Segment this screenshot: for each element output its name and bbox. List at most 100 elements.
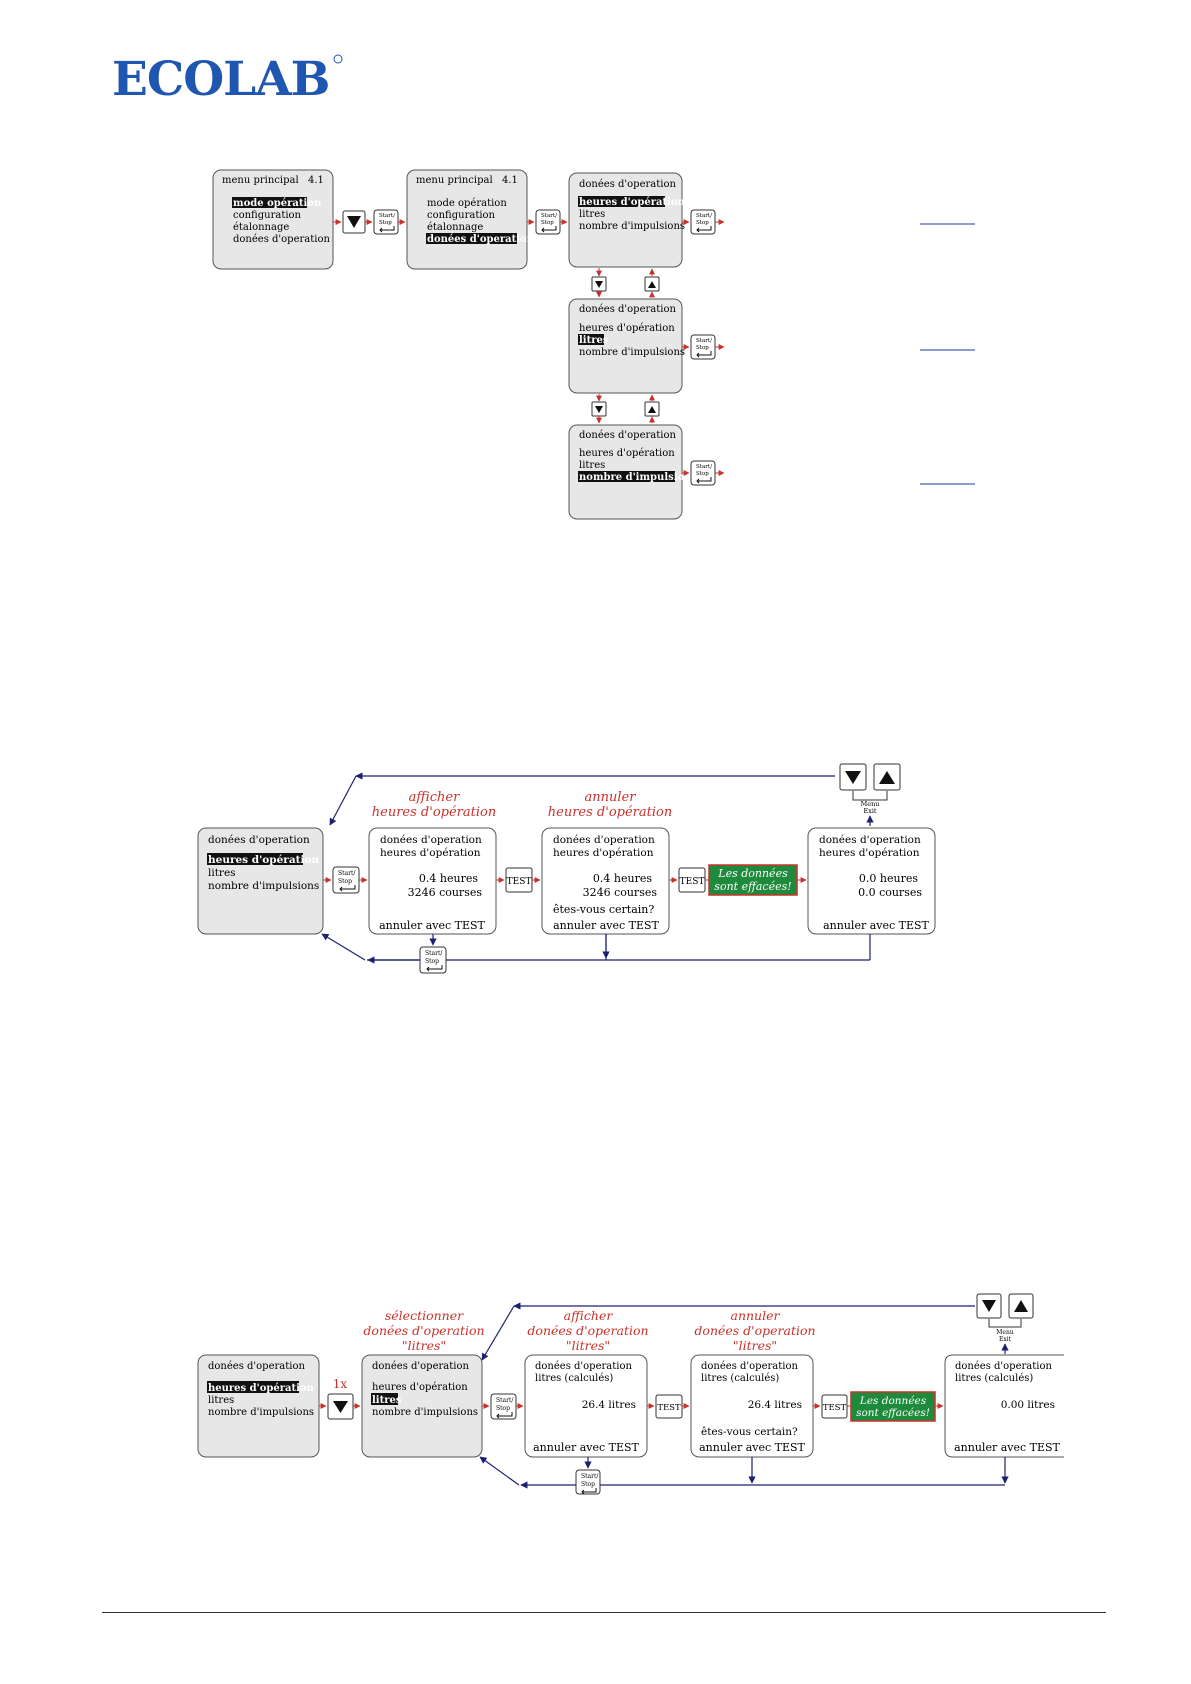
svg-text:Start/: Start/ [496,1397,514,1404]
svg-text:sont effacées!: sont effacées! [856,1407,930,1419]
start-stop-key-8[interactable]: Start/ Stop [490,1393,517,1420]
svg-text:Start/: Start/ [338,870,356,877]
start-stop-key-2[interactable]: Start/ Stop [535,209,561,235]
svg-text:annuler avec TEST: annuler avec TEST [823,919,929,932]
svg-text:litres: litres [579,335,609,346]
svg-text:nombre d'impulsions: nombre d'impulsions [208,880,319,892]
down-key-icon[interactable] [342,210,366,234]
svg-text:nombre d'impulsions: nombre d'impulsions [372,1407,478,1418]
start-stop-key-6[interactable]: Start/ Stop [332,866,360,894]
svg-text:Les données: Les données [717,867,788,880]
svg-text:4.1: 4.1 [502,175,518,186]
svg-text:Start/: Start/ [696,464,712,470]
notice-data-erased: Les données sont effacées! [708,864,798,896]
test-key-3[interactable]: TEST [655,1394,683,1419]
svg-text:0.4 heures: 0.4 heures [419,872,478,885]
svg-text:litres: litres [208,867,236,879]
svg-text:donées d'operation: donées d'operation [694,1323,815,1338]
svg-text:donées d'operation: donées d'operation [427,234,535,245]
screen-main-menu-1: menu principal 4.1 mode opération config… [212,169,334,270]
label-afficher: afficher [409,790,460,805]
svg-text:TEST: TEST [680,877,705,887]
svg-text:nombre d'impulsions: nombre d'impulsions [208,1407,314,1418]
start-stop-key-3[interactable]: Start/ Stop [690,209,716,235]
down-key-icon[interactable] [839,763,867,791]
svg-text:litres: litres [372,1395,402,1406]
svg-text:donées d'operation: donées d'operation [553,834,655,846]
screen-data-impulsions: donées d'operation heures d'opération li… [568,424,697,520]
svg-text:donées d'operation: donées d'operation [955,1361,1052,1372]
svg-text:étalonnage: étalonnage [427,222,483,233]
svg-text:litres (calculés): litres (calculés) [955,1373,1033,1384]
svg-text:Stop: Stop [581,1481,595,1488]
svg-text:nombre d'impulsions: nombre d'impulsions [579,221,685,232]
start-stop-key-1[interactable]: Start/ Stop [373,209,399,235]
svg-text:"litres": "litres" [733,1338,777,1353]
svg-text:0.4 heures: 0.4 heures [593,872,652,885]
menu-exit-key[interactable]: Menu Exit [852,791,888,815]
svg-text:litres (calculés): litres (calculés) [535,1373,613,1384]
svg-text:configuration: configuration [427,210,496,221]
svg-text:nombre d'impulsions: nombre d'impulsions [579,472,697,483]
svg-text:Stop: Stop [338,878,352,885]
svg-text:heures d'opération: heures d'opération [579,448,675,459]
start-stop-key-9[interactable]: Start/ Stop [575,1469,601,1495]
svg-text:Start/: Start/ [379,213,395,219]
notice-data-erased-2: Les données sont effacées! [850,1391,936,1422]
svg-text:Les données: Les données [859,1395,927,1407]
start-stop-key-5[interactable]: Start/ Stop [690,460,716,486]
screen-confirm-litres: donées d'operation litres (calculés) 26.… [690,1354,814,1458]
svg-text:donées d'operation: donées d'operation [380,834,482,846]
down-key-icon[interactable] [327,1393,354,1420]
label-afficher-litres: afficher [564,1308,614,1323]
svg-text:configuration: configuration [233,210,302,221]
screen-result-hours: donées d'operation heures d'opération 0.… [807,827,936,935]
svg-text:"litres": "litres" [566,1338,610,1353]
down-key-icon[interactable] [591,401,607,417]
screen-data-select: donées d'operation heures d'opération li… [197,827,324,935]
svg-text:3246 courses: 3246 courses [583,886,658,899]
svg-text:heures d'opération: heures d'opération [579,197,686,208]
svg-text:Stop: Stop [496,1405,510,1412]
test-key-1[interactable]: TEST [505,867,533,893]
svg-text:Start/: Start/ [696,213,712,219]
svg-text:heures d'opération: heures d'opération [208,1383,315,1394]
svg-text:donées d'operation: donées d'operation [819,834,921,846]
svg-text:Stop: Stop [696,471,709,477]
svg-text:êtes-vous certain?: êtes-vous certain? [701,1426,798,1438]
start-stop-key-7[interactable]: Start/ Stop [419,946,447,974]
svg-text:26.4 litres: 26.4 litres [582,1399,636,1411]
up-key-icon[interactable] [873,763,901,791]
svg-text:Stop: Stop [696,345,709,351]
svg-text:Menu: Menu [996,1329,1014,1336]
menu-exit-key[interactable]: Menu Exit [988,1319,1022,1343]
down-key-icon[interactable] [976,1293,1002,1319]
svg-text:Stop: Stop [379,220,392,226]
down-key-icon[interactable] [591,276,607,292]
svg-text:annuler avec TEST: annuler avec TEST [699,1441,805,1454]
test-key-4[interactable]: TEST [821,1394,848,1419]
up-key-icon[interactable] [644,401,660,417]
svg-text:heures d'opération: heures d'opération [372,805,496,820]
svg-text:donées d'operation: donées d'operation [527,1323,648,1338]
svg-text:Start/: Start/ [581,1473,599,1480]
svg-text:donées d'operation: donées d'operation [579,304,676,315]
svg-text:donées d'operation: donées d'operation [233,234,330,245]
svg-text:Start/: Start/ [696,338,712,344]
svg-text:TEST: TEST [507,877,532,887]
svg-text:4.1: 4.1 [308,175,324,186]
up-key-icon[interactable] [1008,1293,1034,1319]
test-key-2[interactable]: TEST [678,867,706,893]
screen-show-litres: donées d'operation litres (calculés) 26.… [524,1354,648,1458]
start-stop-key-4[interactable]: Start/ Stop [690,334,716,360]
screen-data-select-litres: donées d'operation heures d'opération li… [361,1354,483,1458]
screen-main-menu-2: menu principal 4.1 mode opération config… [406,169,535,270]
svg-text:heures d'opération: heures d'opération [548,805,672,820]
svg-text:TEST: TEST [657,1403,681,1413]
screen-result-litres: donées d'operation litres (calculés) 0.0… [944,1354,1064,1458]
svg-text:0.0 heures: 0.0 heures [859,872,918,885]
svg-text:Stop: Stop [696,220,709,226]
svg-text:0.0 courses: 0.0 courses [858,886,922,899]
up-key-icon[interactable] [644,276,660,292]
